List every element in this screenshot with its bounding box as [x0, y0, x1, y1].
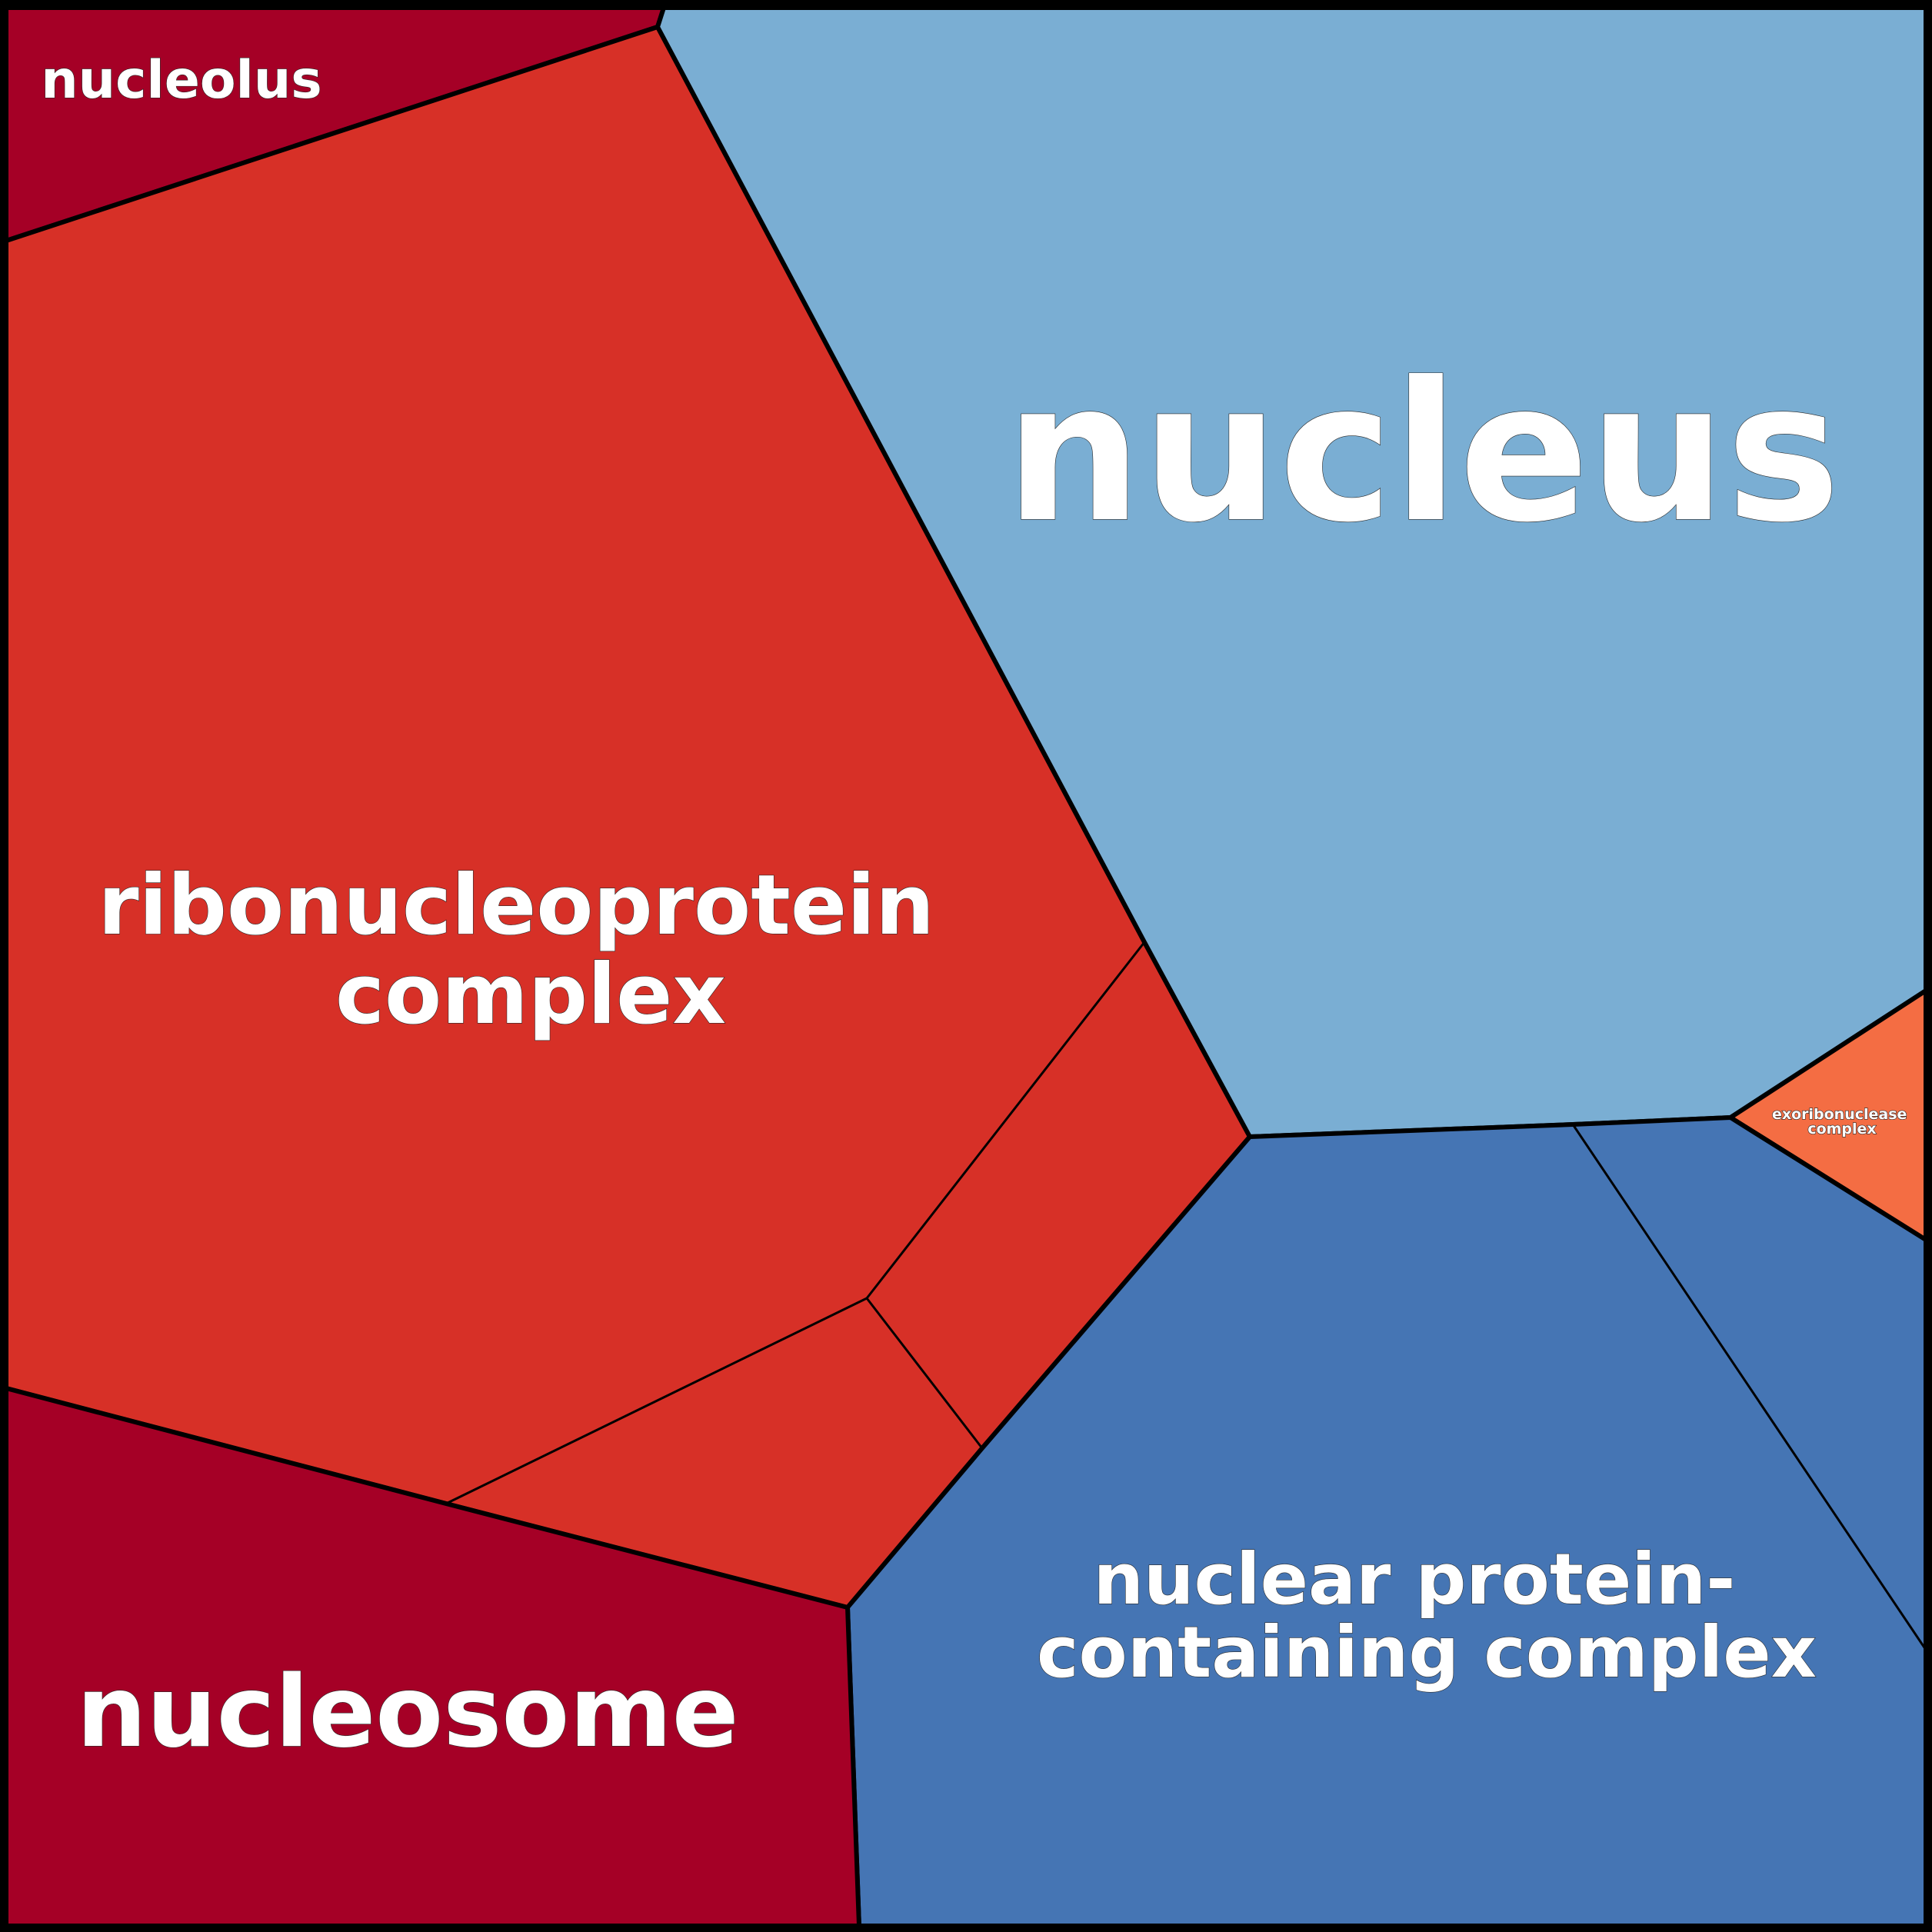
label-nucleosome: nucleosome	[76, 1655, 738, 1770]
subcell-divider	[865, 1297, 984, 1449]
label-exoribonuclease-complex: exoribonuclease complex	[1772, 1106, 1912, 1138]
label-nucleus: nucleus	[1005, 341, 1840, 565]
subcell-divider	[445, 1297, 868, 1505]
label-ribonucleoprotein-complex: ribonucleoprotein complex	[98, 858, 963, 1043]
subcell-divider	[1571, 1124, 1929, 1653]
label-nucleolus: nucleolus	[41, 50, 321, 111]
label-nuclear-protein-containing-complex: nuclear protein- containing complex	[1037, 1538, 1817, 1694]
subcell-divider	[865, 941, 1146, 1299]
